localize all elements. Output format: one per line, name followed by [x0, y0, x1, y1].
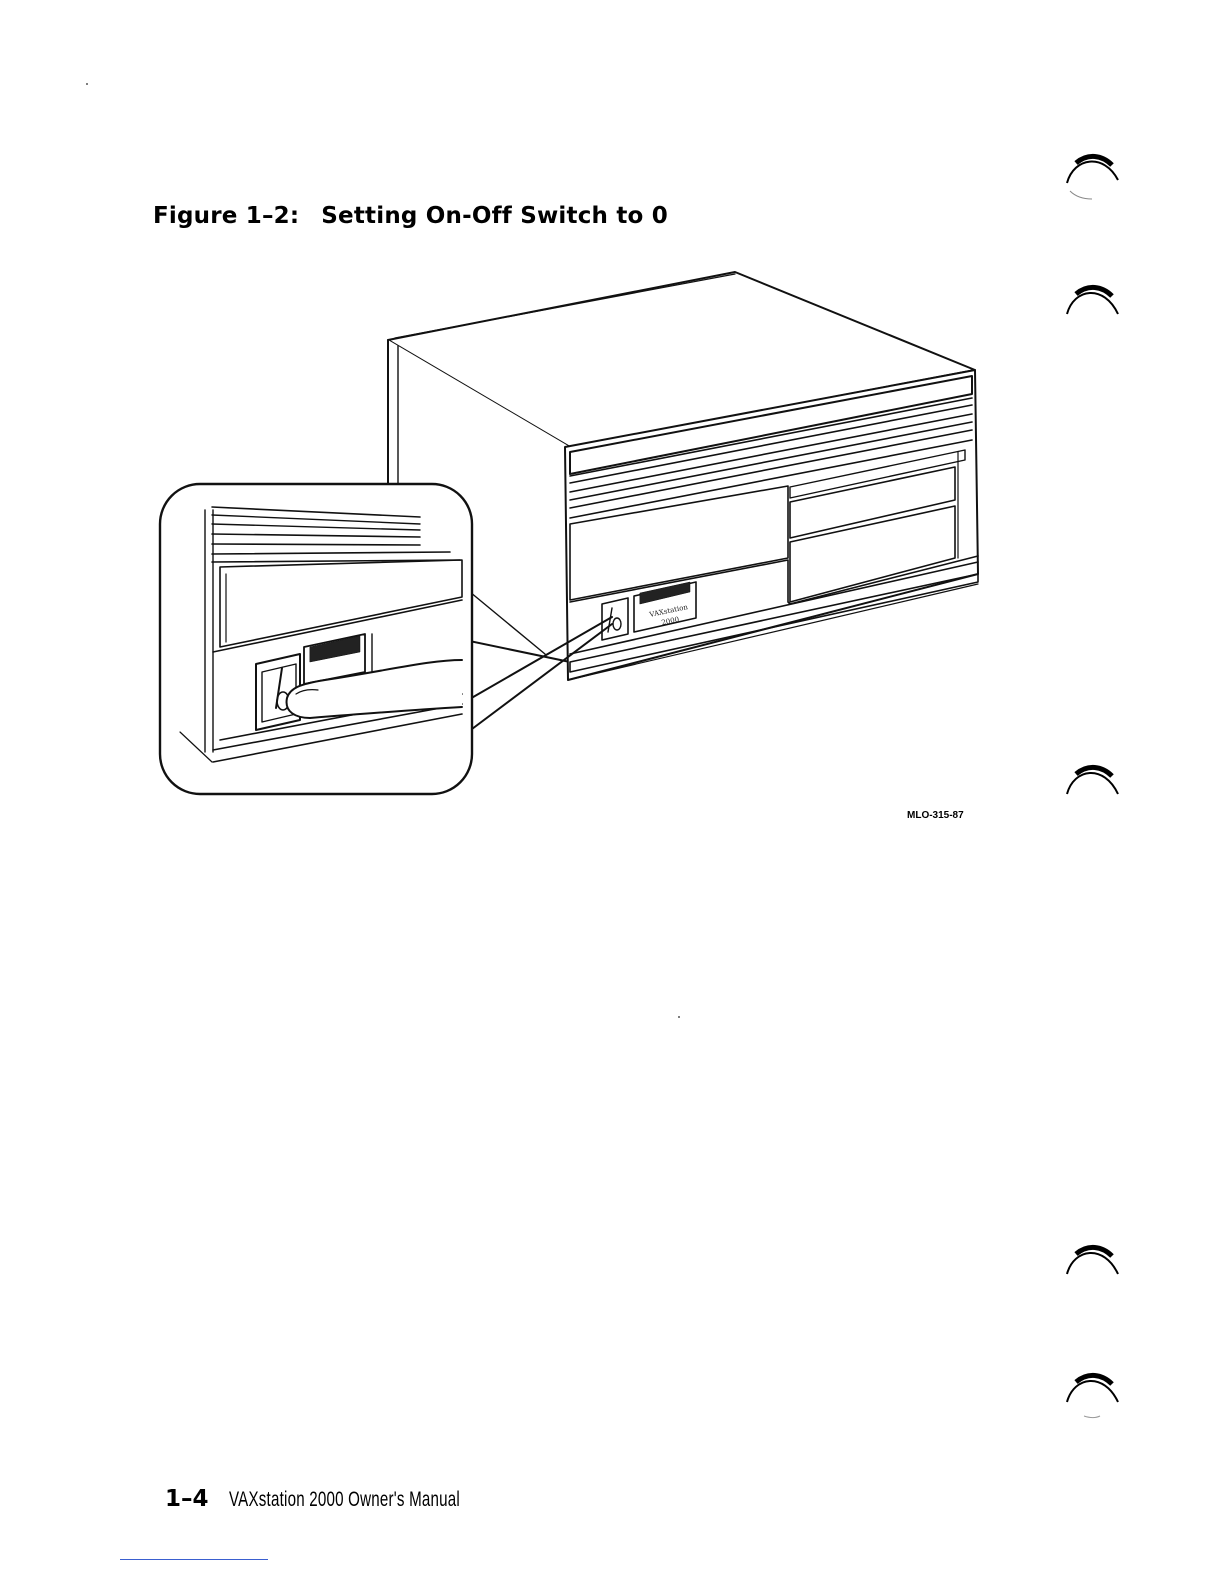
binder-tab-arc-icon [1062, 272, 1122, 332]
figure-illustration: VAXstation 2000 [150, 262, 990, 807]
figure-title: Setting On-Off Switch to 0 [321, 203, 668, 229]
system-unit-cabinet: VAXstation 2000 [388, 272, 978, 680]
figure-number: Figure 1–2: [153, 203, 299, 229]
figure-id-code: MLO-315-87 [907, 810, 964, 821]
system-unit-illustration: VAXstation 2000 [150, 262, 990, 807]
scan-speck [678, 1016, 680, 1018]
scan-speck [86, 83, 88, 85]
binder-tab-arc-icon [1062, 752, 1122, 812]
binder-tab-arc-icon [1062, 1360, 1122, 1420]
footer-rule [120, 1559, 268, 1560]
figure-caption: Figure 1–2: Setting On-Off Switch to 0 [153, 203, 668, 229]
binder-tab-arc-icon [1062, 145, 1122, 205]
manual-title: VAXstation 2000 Owner's Manual [229, 1488, 460, 1512]
binder-tab-arc-icon [1062, 1232, 1122, 1292]
page-number: 1–4 [165, 1486, 209, 1512]
magnified-inset [160, 484, 472, 794]
page-footer: 1–4 VAXstation 2000 Owner's Manual [165, 1486, 549, 1512]
